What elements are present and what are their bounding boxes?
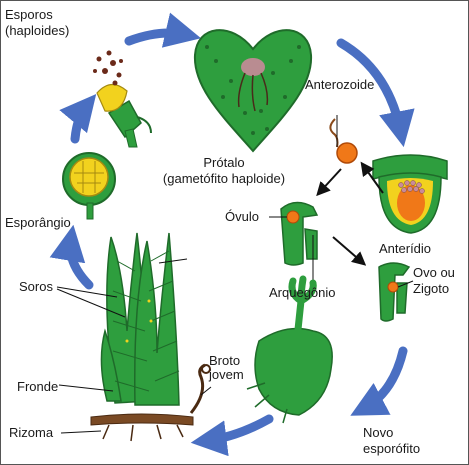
label-ovo-ou: Ovo ou — [413, 265, 455, 280]
label-soros: Soros — [19, 279, 53, 294]
cycle-arrow-sporophyte-to-adult — [205, 419, 269, 441]
label-protalo-gametofito: (gametófito haploide) — [151, 171, 297, 186]
label-ovulo: Óvulo — [225, 209, 259, 224]
arrow-archegonium-to-zygote — [333, 237, 363, 263]
archegonium-illustration — [269, 202, 317, 283]
label-novo: Novo — [363, 425, 393, 440]
antherozoid-illustration — [330, 115, 357, 163]
label-zigoto: Zigoto — [413, 281, 449, 296]
label-fronde: Fronde — [17, 379, 58, 394]
arrow-antherozoid-to-archegonium — [319, 169, 341, 193]
zygote-illustration — [379, 263, 413, 321]
prothallus-illustration — [195, 30, 311, 151]
new-sporophyte-illustration — [247, 279, 332, 423]
label-anteridio: Anterídio — [379, 241, 431, 256]
label-rizoma: Rizoma — [9, 425, 53, 440]
spores-release-illustration — [93, 51, 151, 148]
antheridium-illustration — [373, 155, 447, 233]
label-esporos: Esporos — [5, 7, 53, 22]
label-protalo: Prótalo — [151, 155, 297, 170]
label-esporos-haploides: (haploides) — [5, 23, 69, 38]
label-esporangio: Esporângio — [5, 215, 71, 230]
cycle-arrow-zygote-to-sporophyte — [363, 351, 403, 409]
sporangium-illustration — [63, 153, 115, 219]
cycle-arrow-sporangium-to-spores — [75, 105, 87, 139]
fertilization-arrows — [319, 165, 383, 263]
label-arquegonio: Arquegônio — [269, 285, 336, 300]
cycle-arrow-adult-to-sporangium — [70, 239, 89, 285]
label-broto: Broto — [209, 353, 240, 368]
adult-fern-illustration — [91, 233, 210, 441]
label-novo-esporofito: esporófito — [363, 441, 420, 456]
label-anterozoide: Anterozoide — [305, 77, 374, 92]
label-broto-jovem: jovem — [209, 367, 244, 382]
cycle-arrow-spores-to-prothallus — [129, 33, 187, 41]
